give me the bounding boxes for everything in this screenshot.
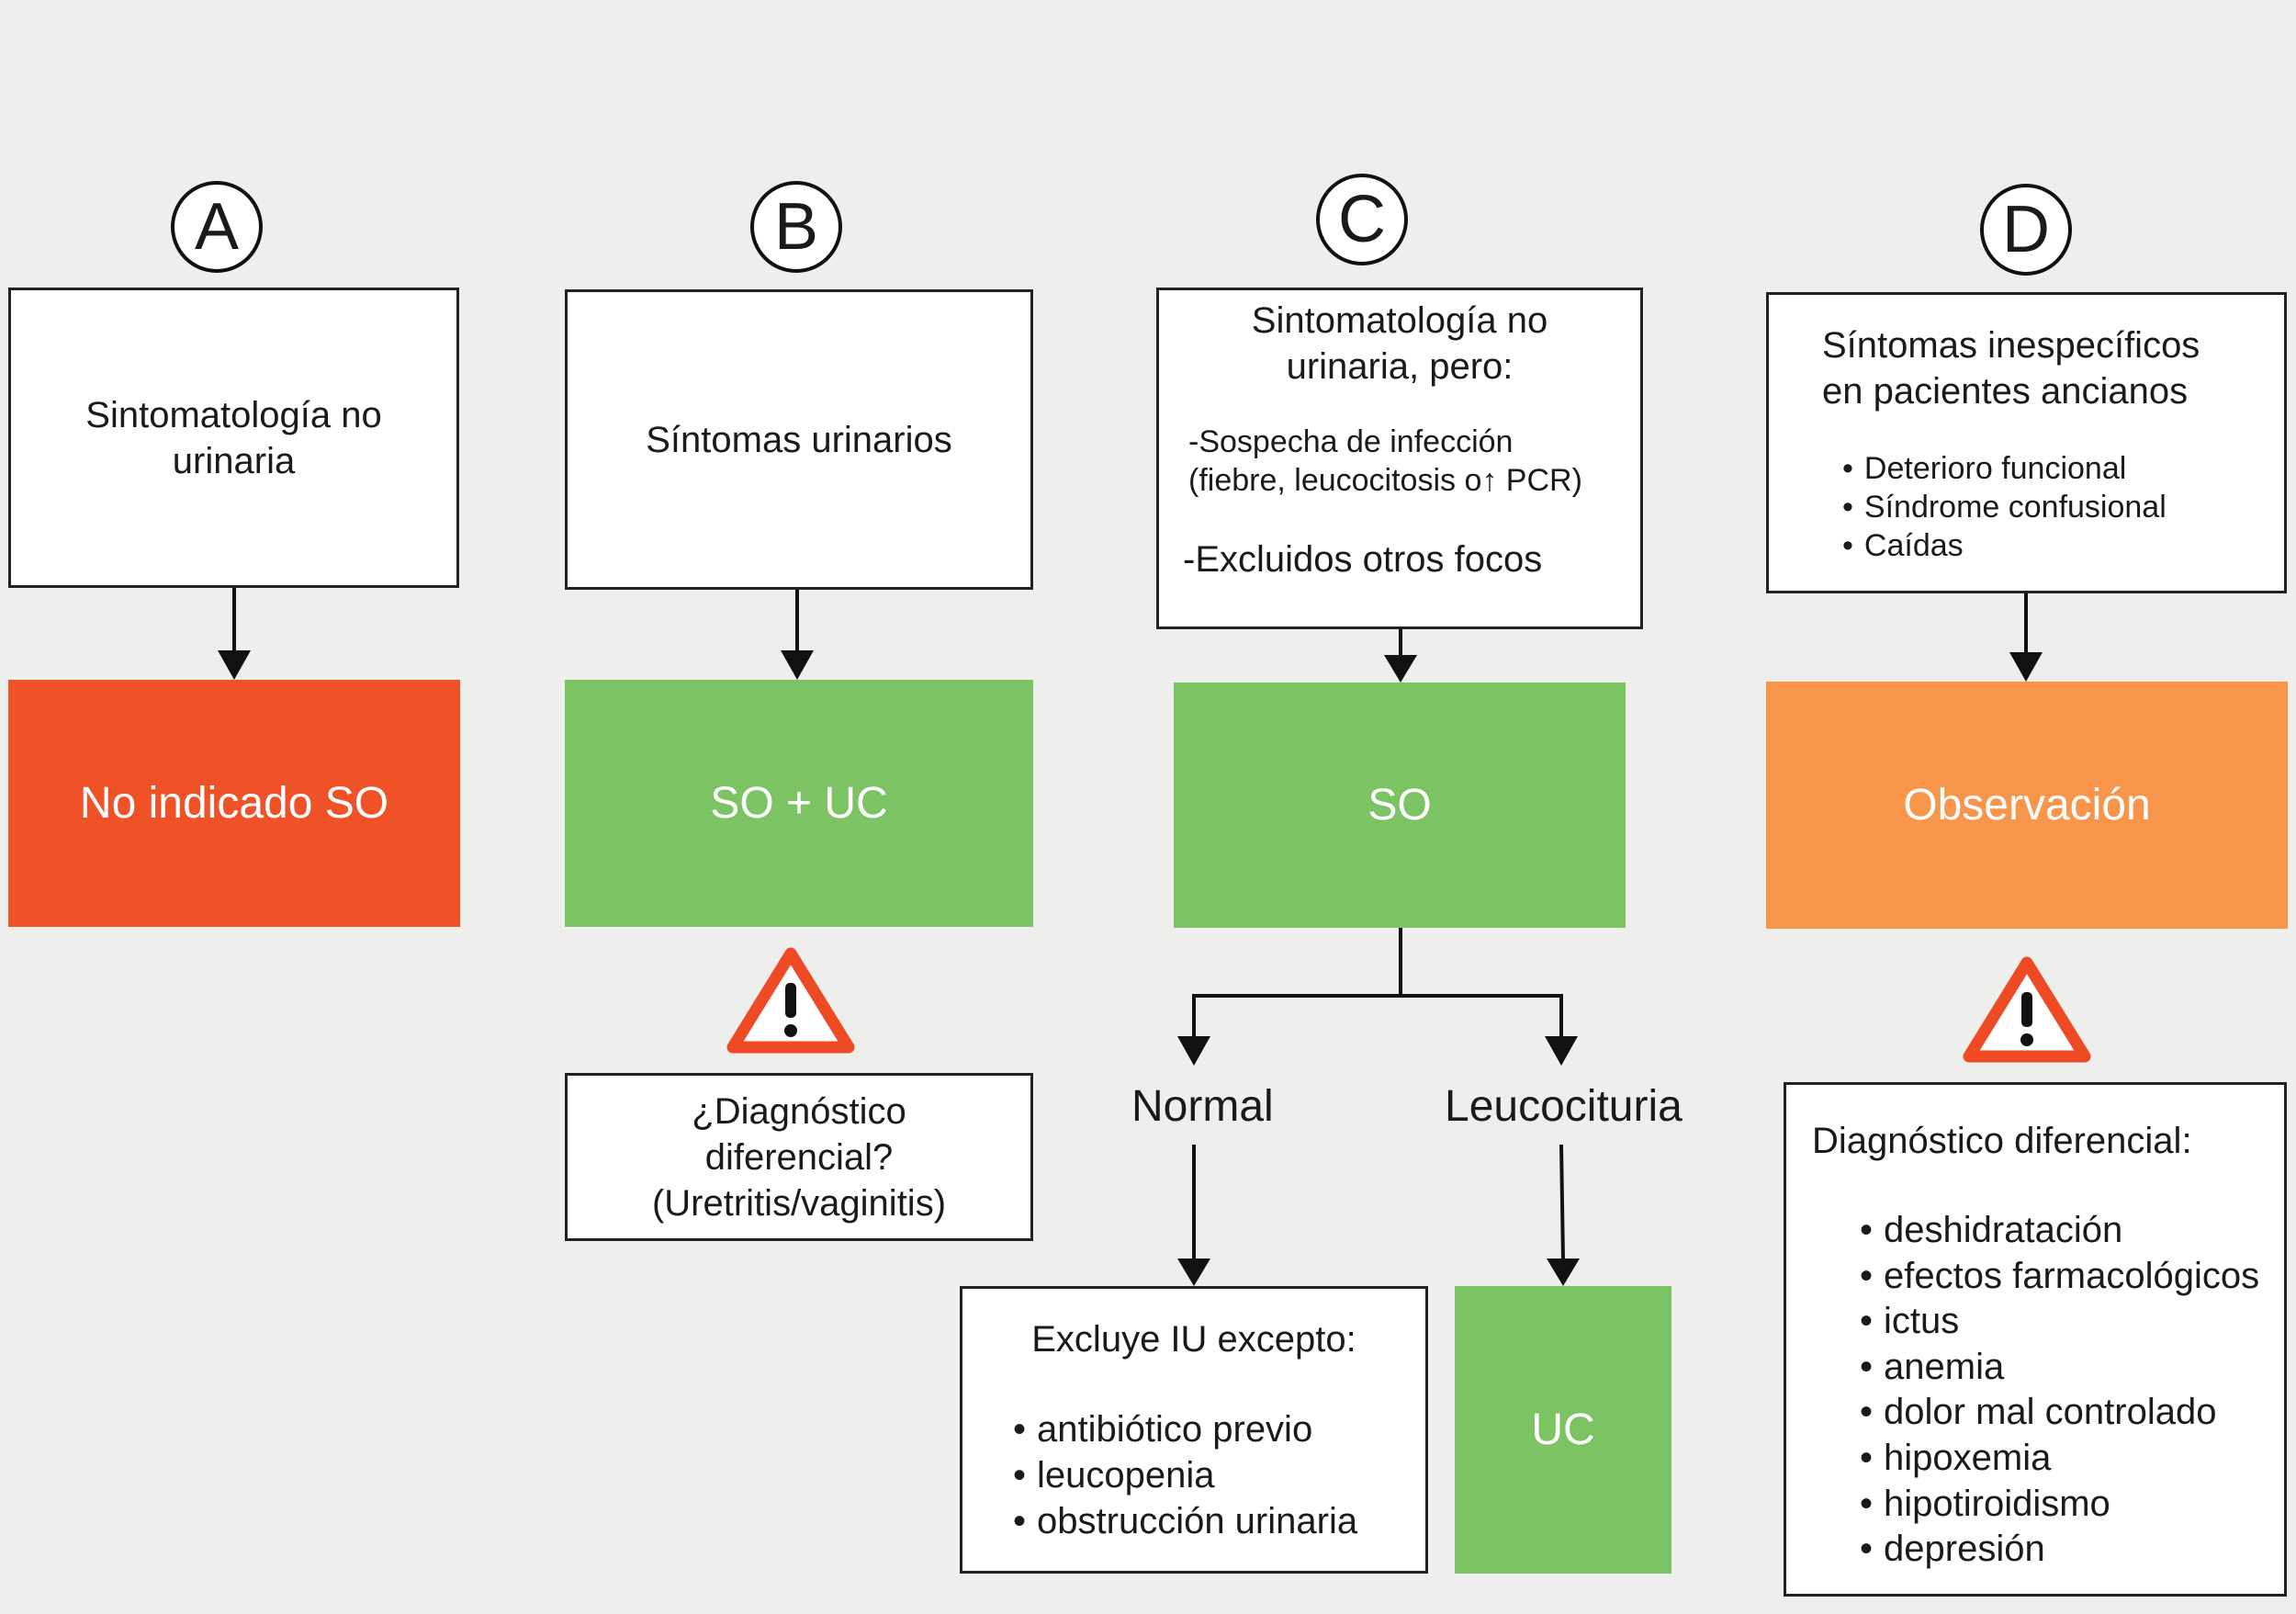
column-d-condition-list: Deterioro funcional Síndrome confusional… bbox=[1842, 449, 2167, 565]
list-item: Síndrome confusional bbox=[1842, 488, 2167, 526]
column-b-result-box: SO + UC bbox=[565, 680, 1033, 927]
column-c-condition-detail-2: -Excluidos otros focos bbox=[1183, 539, 1543, 580]
list-item: Deterioro funcional bbox=[1842, 449, 2167, 488]
column-c-condition-detail-1: -Sospecha de infección (fiebre, leucocit… bbox=[1188, 424, 1582, 498]
column-c-condition-box: Sintomatología no urinaria, pero: -Sospe… bbox=[1156, 288, 1643, 629]
column-b-result-text: SO + UC bbox=[710, 779, 888, 828]
arrowhead-branch-normal bbox=[1177, 1036, 1210, 1066]
column-c-letter: C bbox=[1316, 174, 1408, 265]
arrowhead-b bbox=[781, 650, 814, 680]
column-c-normal-title: Excluye IU excepto: bbox=[1031, 1319, 1356, 1360]
list-item: anemia bbox=[1860, 1345, 2259, 1391]
column-b-note-line-1: ¿Diagnóstico bbox=[692, 1090, 906, 1132]
list-item: efectos farmacológicos bbox=[1860, 1254, 2259, 1300]
column-d-condition-title: Síntomas inespecíficos en pacientes anci… bbox=[1822, 325, 2200, 412]
warning-triangle-icon bbox=[1963, 956, 2091, 1063]
list-item: hipotiroidismo bbox=[1860, 1482, 2259, 1528]
list-item: dolor mal controlado bbox=[1860, 1390, 2259, 1436]
column-b-condition-box: Síntomas urinarios bbox=[565, 289, 1033, 590]
column-a-result-box: No indicado SO bbox=[8, 680, 460, 927]
column-d-result-box: Observación bbox=[1766, 682, 2288, 929]
column-a-condition-box: Sintomatología no urinaria bbox=[8, 288, 459, 588]
list-item: obstrucción urinaria bbox=[1013, 1498, 1357, 1544]
arrowhead-normal bbox=[1177, 1258, 1210, 1286]
list-item: Caídas bbox=[1842, 526, 2167, 565]
list-item: hipoxemia bbox=[1860, 1436, 2259, 1482]
column-d-letter: D bbox=[1980, 184, 2072, 276]
arrowhead-branch-leuco bbox=[1545, 1036, 1578, 1066]
column-c-normal-list: antibiótico previo leucopenia obstrucció… bbox=[1013, 1406, 1357, 1544]
column-d-result-text: Observación bbox=[1903, 781, 2151, 830]
list-item: deshidratación bbox=[1860, 1208, 2259, 1254]
column-d-condition-box: Síntomas inespecíficos en pacientes anci… bbox=[1766, 292, 2287, 593]
column-c-uc-text: UC bbox=[1531, 1405, 1595, 1454]
column-d-ddx-title: Diagnóstico diferencial: bbox=[1812, 1121, 2192, 1161]
branch-label-normal: Normal bbox=[1131, 1082, 1274, 1131]
branch-bar bbox=[1192, 994, 1563, 1038]
column-c-uc-box: UC bbox=[1455, 1286, 1671, 1574]
column-a-letter: A bbox=[171, 181, 263, 273]
arrowhead-a bbox=[218, 650, 251, 680]
column-c-normal-box: Excluye IU excepto: antibiótico previo l… bbox=[960, 1286, 1428, 1574]
list-item: antibiótico previo bbox=[1013, 1406, 1357, 1452]
column-d-ddx-box: Diagnóstico diferencial: deshidratación … bbox=[1784, 1082, 2287, 1597]
arrow-leuco bbox=[1559, 1144, 1565, 1261]
column-c-result-box: SO bbox=[1174, 683, 1626, 928]
column-c-result-text: SO bbox=[1367, 781, 1432, 830]
arrowhead-d bbox=[2009, 652, 2043, 682]
column-b-note-box: ¿Diagnóstico diferencial? (Uretritis/vag… bbox=[565, 1073, 1033, 1241]
arrowhead-leuco bbox=[1547, 1258, 1580, 1286]
list-item: leucopenia bbox=[1013, 1452, 1357, 1498]
column-d-ddx-list: deshidratación efectos farmacológicos ic… bbox=[1860, 1208, 2259, 1573]
warning-triangle-icon bbox=[726, 947, 855, 1054]
column-b-condition-text: Síntomas urinarios bbox=[646, 419, 952, 460]
list-item: ictus bbox=[1860, 1299, 2259, 1345]
column-c-condition-title: Sintomatología no urinaria, pero: bbox=[1251, 300, 1548, 387]
list-item: depresión bbox=[1860, 1527, 2259, 1573]
column-a-result-text: No indicado SO bbox=[79, 779, 389, 828]
column-b-letter: B bbox=[750, 181, 842, 273]
column-b-note-line-3: (Uretritis/vaginitis) bbox=[651, 1182, 947, 1224]
column-a-condition-text: Sintomatología no urinaria bbox=[85, 394, 382, 481]
branch-label-leucocituria: Leucocituria bbox=[1445, 1082, 1683, 1131]
arrowhead-c bbox=[1384, 655, 1417, 683]
column-b-note-line-2: diferencial? bbox=[704, 1136, 894, 1178]
